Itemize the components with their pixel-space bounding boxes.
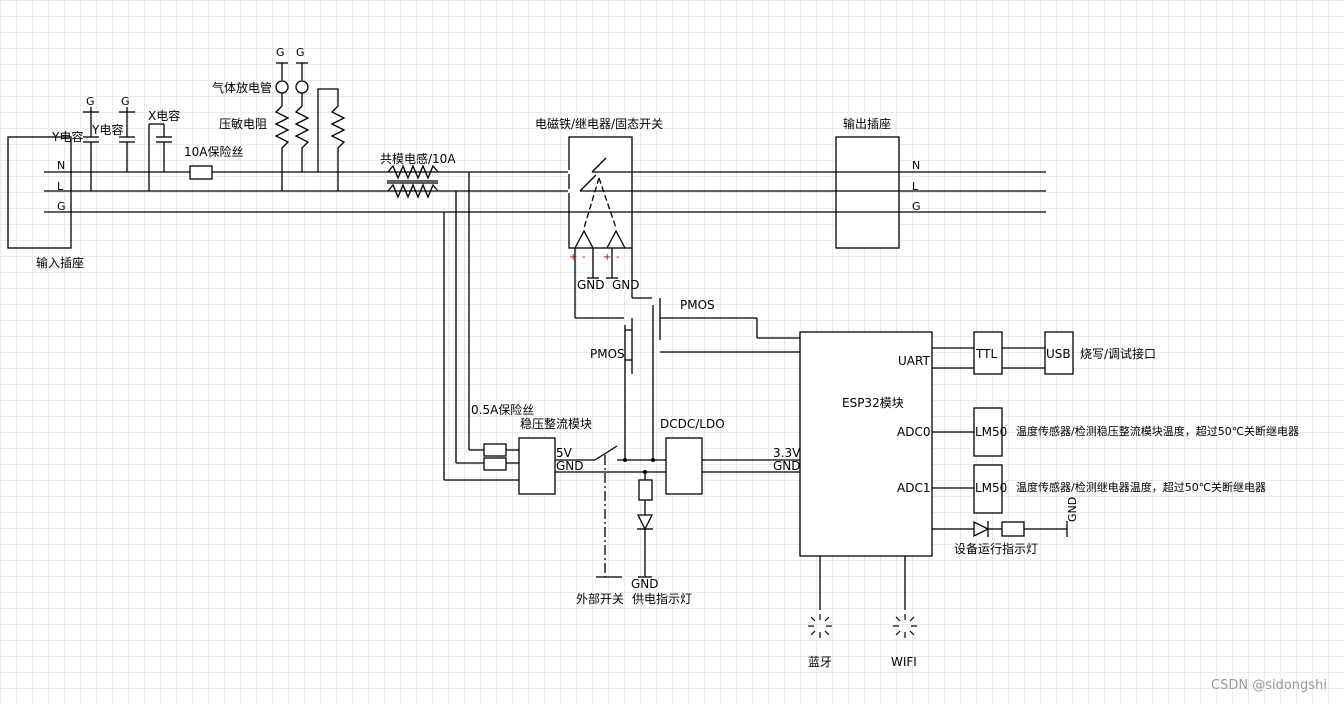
fuse-05a-2 <box>483 457 507 471</box>
pmos-2 <box>632 297 800 460</box>
rectifier-gnd: GND <box>556 459 584 473</box>
power-led-resistor <box>638 479 653 501</box>
y-capacitor-2 <box>119 107 135 172</box>
gas-tube-label: 气体放电管 <box>212 81 273 95</box>
gas-tube-ground-1: G <box>276 46 285 59</box>
rectifier-box <box>518 437 556 495</box>
varistor-label: 压敏电阻 <box>219 117 268 131</box>
pmos-1-label: PMOS <box>590 347 625 361</box>
power-led-label: 供电指示灯 <box>632 592 693 606</box>
fuse-10a <box>189 165 213 180</box>
fuse-05a-1 <box>483 443 507 457</box>
ttl-box <box>973 331 1003 375</box>
relay-box <box>568 136 633 249</box>
dcdc-3v3: 3.3V <box>773 446 801 460</box>
y-cap-2-ground: G <box>121 95 130 108</box>
gas-tube-ground-2: G <box>296 46 305 59</box>
relay-gnd-1: GND <box>577 278 605 292</box>
esp32-adc1: ADC1 <box>897 481 931 495</box>
output-g-label: G <box>912 200 921 213</box>
pmos-1 <box>575 317 633 460</box>
y-cap-2-label: Y电容 <box>92 123 124 137</box>
input-n-label: N <box>57 159 66 172</box>
usb-desc: 烧写/调试接口 <box>1080 347 1157 361</box>
lm50-0-box <box>973 407 1003 457</box>
esp32-box <box>799 331 933 557</box>
lm50-1-desc: 温度传感器/检测继电器温度，超过50℃关断继电器 <box>1016 481 1267 494</box>
run-led-resistor <box>1001 521 1025 537</box>
run-led-gnd: GND <box>1066 496 1079 522</box>
lm50-0-desc: 温度传感器/检测稳压整流模块温度，超过50℃关断继电器 <box>1016 425 1300 438</box>
external-switch-label: 外部开关 <box>576 592 625 606</box>
esp32-label: ESP32模块 <box>842 396 904 410</box>
rectifier-5v: 5V <box>556 446 572 460</box>
input-socket-box <box>7 136 72 249</box>
dcdc-box <box>665 437 703 495</box>
y-cap-1-label: Y电容 <box>52 130 84 144</box>
relay-plus-1: + <box>569 252 578 263</box>
varistor <box>274 88 346 191</box>
input-l-label: L <box>57 180 64 193</box>
gas-discharge-tube <box>275 62 309 106</box>
relay-minus-1: - <box>582 252 586 263</box>
power-led-diode <box>636 514 654 531</box>
fuse-10a-label: 10A保险丝 <box>184 145 244 159</box>
run-led-diode <box>973 520 990 538</box>
relay-label: 电磁铁/继电器/固态开关 <box>535 117 664 131</box>
cm-choke-label: 共模电感/10A <box>380 152 456 166</box>
esp32-adc0: ADC0 <box>897 425 931 439</box>
lm50-1-box <box>973 464 1003 514</box>
dcdc-label: DCDC/LDO <box>660 417 725 431</box>
y-cap-1-ground: G <box>86 95 95 108</box>
y-capacitor-1 <box>83 107 99 191</box>
x-capacitor <box>148 123 172 191</box>
fuse-05a-label: 0.5A保险丝 <box>471 403 535 417</box>
output-socket-label: 输出插座 <box>843 117 892 131</box>
output-socket-box <box>835 136 900 249</box>
bluetooth-label: 蓝牙 <box>808 655 833 669</box>
relay-gnd-2: GND <box>612 278 640 292</box>
x-cap-label: X电容 <box>148 109 181 123</box>
usb-label: USB <box>1046 347 1071 361</box>
antenna-bursts <box>808 614 917 638</box>
input-socket-label: 输入插座 <box>36 256 85 270</box>
esp32-uart: UART <box>898 354 930 368</box>
watermark: CSDN @sidongshi <box>1211 678 1327 693</box>
usb-box <box>1044 331 1074 375</box>
common-mode-choke <box>387 164 439 199</box>
lm50-1-label: LM50 <box>975 481 1008 495</box>
relay-plus-2: + <box>603 252 612 263</box>
bluetooth-antenna-icon <box>808 614 832 638</box>
ttl-label: TTL <box>976 347 998 361</box>
pmos-2-label: PMOS <box>680 298 715 312</box>
input-g-label: G <box>57 200 66 213</box>
output-l-label: L <box>912 180 919 193</box>
run-led-label: 设备运行指示灯 <box>954 542 1039 556</box>
output-n-label: N <box>912 159 921 172</box>
dcdc-gnd: GND <box>773 459 801 473</box>
power-led-gnd: GND <box>631 577 659 591</box>
lm50-0-label: LM50 <box>975 425 1008 439</box>
rectifier-label: 稳压整流模块 <box>520 417 593 431</box>
wifi-antenna-icon <box>893 614 917 638</box>
relay-minus-2: - <box>616 252 620 263</box>
wifi-label: WIFI <box>891 655 917 669</box>
